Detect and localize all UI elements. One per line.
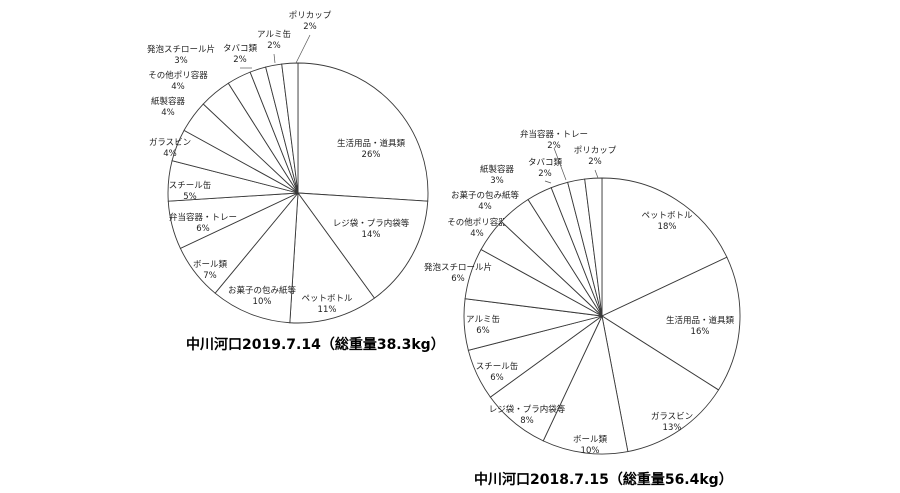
pie-slice [297, 62, 429, 202]
pie-slice [214, 191, 299, 324]
pie-slice [297, 192, 429, 299]
pie-slice [584, 177, 603, 317]
pie-slice [601, 315, 720, 453]
leader-line [544, 180, 552, 184]
leader-line [594, 169, 599, 179]
chart-title-2018: 中川河口2018.7.15（総重量56.4kg） [474, 472, 733, 488]
pie-slice [289, 191, 376, 324]
chart-title-2019: 中川河口2019.7.14（総重量38.3kg） [186, 337, 445, 353]
leader-line [273, 53, 276, 64]
pie-slice [601, 256, 741, 391]
pie-slice [281, 62, 299, 194]
pie-slice [542, 314, 629, 455]
leader-line [553, 147, 567, 181]
pie-slice [601, 177, 728, 317]
leader-line [295, 34, 311, 64]
